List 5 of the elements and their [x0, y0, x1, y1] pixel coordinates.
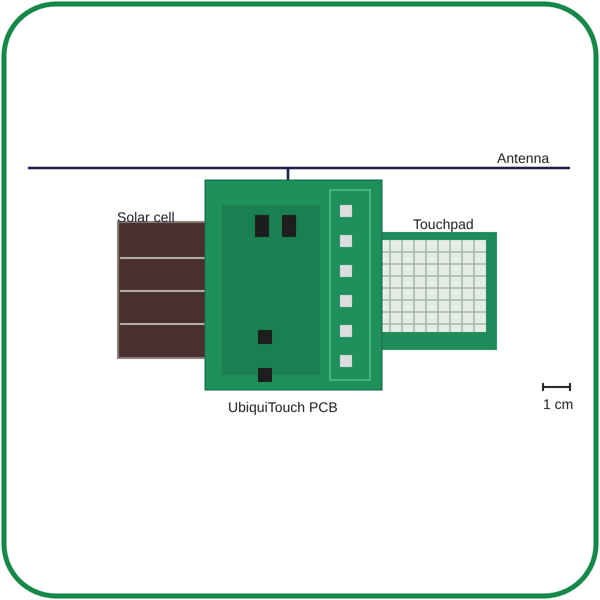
part-label: Solar cell: [117, 209, 175, 225]
part-label: Touchpad: [413, 216, 474, 232]
scale-label: 1 cm: [543, 396, 574, 412]
part-label: Antenna: [497, 150, 550, 166]
part-label: UbiquiTouch PCB: [228, 399, 338, 415]
